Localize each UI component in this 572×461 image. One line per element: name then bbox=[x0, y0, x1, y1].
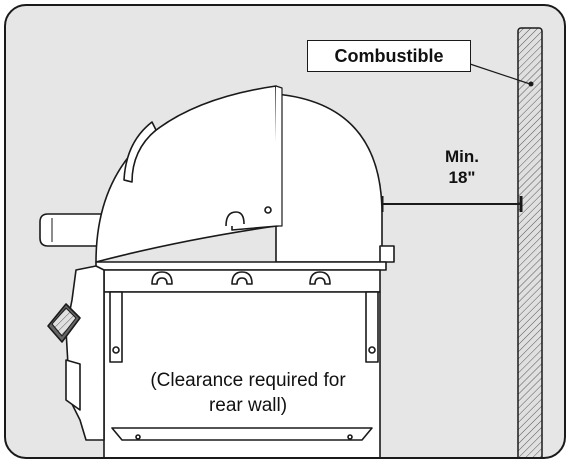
clearance-note-line2: rear wall) bbox=[208, 395, 288, 416]
grill bbox=[39, 85, 395, 457]
combustible-label: Combustible bbox=[307, 40, 471, 72]
clearance-note: (Clearance required for rear wall) bbox=[108, 368, 388, 418]
side-bracket bbox=[65, 359, 81, 411]
control-knob bbox=[47, 303, 81, 343]
combustible-wall bbox=[517, 27, 543, 457]
left-leg bbox=[109, 291, 123, 363]
min-label-line2: 18" bbox=[448, 168, 476, 187]
tool-hook-3 bbox=[309, 271, 331, 285]
control-panel bbox=[65, 265, 105, 441]
front-handle bbox=[39, 213, 113, 247]
combustible-leader-line bbox=[469, 63, 531, 85]
wall-marker-dot bbox=[528, 81, 534, 87]
lid-rear-dome bbox=[275, 93, 383, 263]
lid-latch bbox=[225, 211, 245, 227]
tool-hook-2 bbox=[231, 271, 253, 285]
min-label-line1: Min. bbox=[445, 147, 479, 166]
lid-screw bbox=[264, 206, 272, 214]
minimum-clearance-label: Min. 18" bbox=[426, 146, 498, 188]
tool-hook-1 bbox=[151, 271, 173, 285]
right-leg bbox=[365, 291, 379, 363]
lid-thermometer bbox=[123, 121, 157, 183]
combustible-label-text: Combustible bbox=[334, 45, 444, 66]
clearance-note-line1: (Clearance required for bbox=[150, 370, 346, 391]
cabinet-base bbox=[111, 427, 373, 441]
grill-rim bbox=[95, 261, 387, 271]
rear-vent bbox=[379, 245, 395, 263]
